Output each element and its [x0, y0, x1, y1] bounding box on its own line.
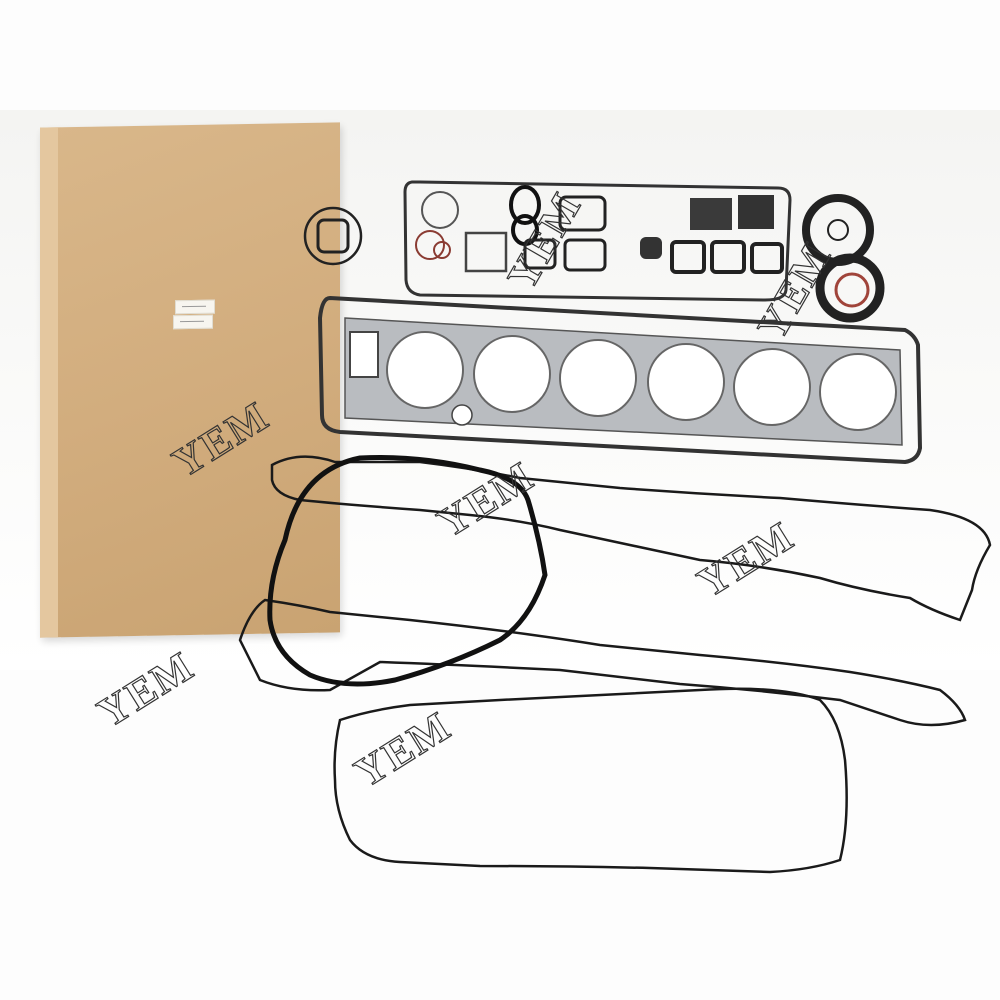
- cylinder-head-gasket: [317, 295, 923, 465]
- crankshaft-seals: [802, 194, 885, 323]
- valve-cover-gaskets: [238, 455, 992, 874]
- small-parts-gasket: [303, 180, 792, 302]
- front-cover-gasket: [267, 455, 548, 687]
